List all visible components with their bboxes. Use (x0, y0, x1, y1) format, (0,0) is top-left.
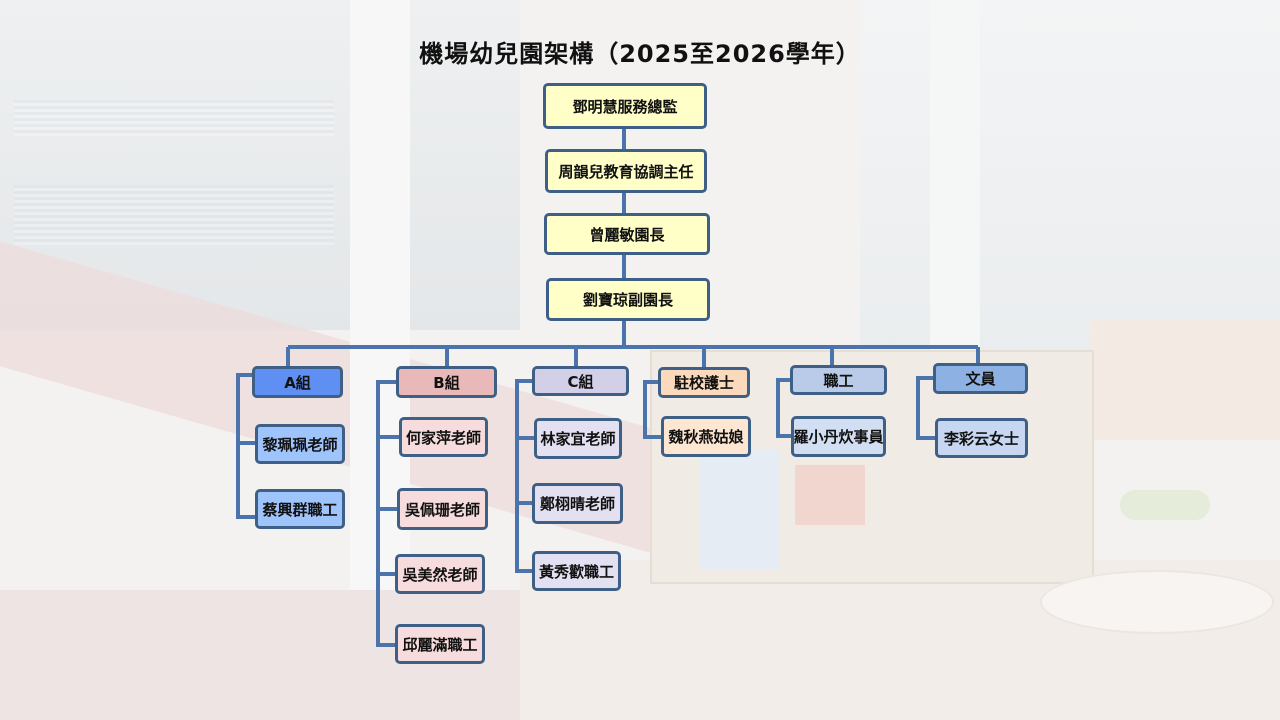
member-box: 何家萍老師 (399, 417, 488, 457)
member-box: 鄭栩晴老師 (532, 483, 623, 524)
member-box: 李彩云女士 (935, 418, 1028, 458)
member-label: 李彩云女士 (943, 429, 1019, 448)
member-label: 黎珮珮老師 (262, 435, 338, 454)
principal-label: 曾麗敏園長 (589, 225, 665, 244)
branch-staff (776, 378, 792, 438)
branch-c (515, 379, 533, 573)
member-label: 林家宜老師 (540, 430, 616, 448)
member-label: 吳美然老師 (402, 565, 478, 584)
vice-principal-box: 劉寶琼副園長 (546, 278, 710, 321)
group-a-label: A組 (284, 373, 311, 392)
member-label: 何家萍老師 (405, 428, 481, 447)
group-staff-label: 職工 (823, 371, 854, 390)
director-box: 鄧明慧服務總監 (543, 83, 707, 129)
group-c-box: C組 (532, 366, 629, 396)
member-box: 羅小丹炊事員 (791, 416, 886, 457)
group-c-label: C組 (567, 372, 594, 391)
member-label: 鄭栩晴老師 (539, 495, 615, 513)
group-nurse-label: 駐校護士 (673, 374, 734, 392)
vice-principal-label: 劉寶琼副園長 (582, 291, 673, 309)
group-clerk-box: 文員 (933, 363, 1028, 394)
member-box: 黃秀歡職工 (532, 551, 621, 591)
group-clerk-label: 文員 (965, 370, 996, 388)
member-box: 魏秋燕姑娘 (661, 416, 751, 457)
member-label: 黃秀歡職工 (538, 562, 614, 581)
director-label: 鄧明慧服務總監 (572, 97, 678, 116)
member-box: 林家宜老師 (534, 418, 622, 459)
chart-title: 機場幼兒園架構（2025至2026學年） (419, 40, 861, 68)
member-label: 吳佩珊老師 (404, 500, 480, 519)
member-label: 邱麗滿職工 (402, 635, 478, 654)
group-b-label: B組 (433, 373, 460, 392)
branch-clerk (916, 376, 936, 440)
branch-a (236, 373, 256, 519)
group-b-box: B組 (396, 366, 497, 398)
group-staff-box: 職工 (790, 365, 887, 395)
member-label: 羅小丹炊事員 (793, 428, 884, 446)
group-a-box: A組 (252, 366, 343, 398)
member-label: 魏秋燕姑娘 (668, 428, 744, 446)
member-box: 黎珮珮老師 (255, 424, 345, 464)
member-label: 蔡興群職工 (262, 500, 338, 519)
member-box: 邱麗滿職工 (395, 624, 485, 664)
member-box: 蔡興群職工 (255, 489, 345, 529)
principal-box: 曾麗敏園長 (544, 213, 710, 255)
coordinator-box: 周韻兒教育協調主任 (545, 149, 707, 193)
member-box: 吳美然老師 (395, 554, 485, 594)
group-nurse-box: 駐校護士 (658, 367, 750, 398)
branch-nurse (643, 380, 662, 439)
coordinator-label: 周韻兒教育協調主任 (558, 162, 694, 181)
member-box: 吳佩珊老師 (397, 488, 488, 530)
branch-b (376, 380, 396, 647)
